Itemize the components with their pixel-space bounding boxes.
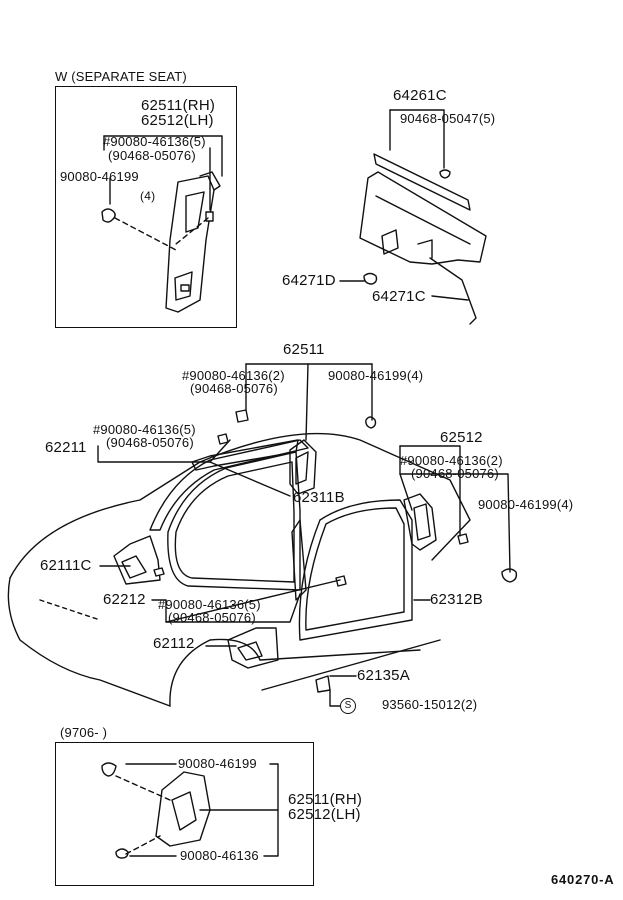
part-number-62312b: 62312B [430,591,483,608]
part-number-62511rh: 62511(RH) [141,97,216,114]
part-number-64261c: 64261C [393,87,447,104]
part-number-90080-46136-5b: #90080-46136(5) [158,597,261,612]
part-number-62111c: 62111C [40,557,92,574]
standard-part-symbol: S [340,698,356,714]
part-number-90080-46136-5a: #90080-46136(5) [93,422,196,437]
part-number-90080-46199-bottom: 90080-46199 [178,756,257,771]
part-number-90468-05076: (90468-05076) [108,148,196,163]
inset-lower-garnish-drawing [101,762,211,859]
rear-panel-trim-drawing [359,153,487,325]
leader-line [103,135,223,177]
part-number-90468-05047: 90468-05047(5) [400,111,496,126]
part-number-62112: 62112 [153,635,195,652]
inset-pillar-garnish-drawing [101,171,221,313]
part-number-62512: 62512 [440,429,483,446]
main-leader-lines [97,363,511,707]
part-number-90080-46199: 90080-46199 [60,169,139,184]
leader-line [431,295,469,301]
part-number-90080-46136-2: #90080-46136(2) [182,368,285,383]
part-number-62311b: 62311B [293,489,345,506]
year-note-title: (9706- ) [60,725,108,740]
part-number-64271d: 64271D [282,272,336,289]
part-number-90080-46199-4b: 90080-46199(4) [478,497,574,512]
part-number-90468-05076-a: (90468-05076) [190,381,278,396]
part-number-90080-46136-2b: #90080-46136(2) [400,453,503,468]
part-number-64271c: 64271C [372,288,426,305]
part-number-62511: 62511 [283,341,325,358]
part-number-90080-46136-bottom: 90080-46136 [180,848,259,863]
part-number-90080-46199-4a: 90080-46199(4) [328,368,424,383]
part-number-90080-46136: #90080-46136(5) [103,134,206,149]
part-number-62211: 62211 [45,439,87,456]
leader-line [389,109,445,169]
part-number-90468-05076-c: (90468-05076) [411,466,499,481]
separate-seat-panel [55,86,237,328]
part-number-62212: 62212 [103,591,146,608]
quantity-note: (4) [140,189,156,203]
year-panel [55,742,314,886]
part-number-90468-05076-d: (90468-05076) [168,610,256,625]
separate-seat-title: W (SEPARATE SEAT) [55,69,187,84]
part-number-90468-05076-b: (90468-05076) [106,435,194,450]
part-number-62511rh-bottom: 62511(RH) [288,791,363,808]
part-number-62135a: 62135A [357,667,410,684]
diagram-code: 640270-A [551,872,615,887]
part-number-62512lh: 62512(LH) [141,112,214,129]
part-number-62512lh-bottom: 62512(LH) [288,806,361,823]
part-number-93560-15012: 93560-15012(2) [382,697,478,712]
